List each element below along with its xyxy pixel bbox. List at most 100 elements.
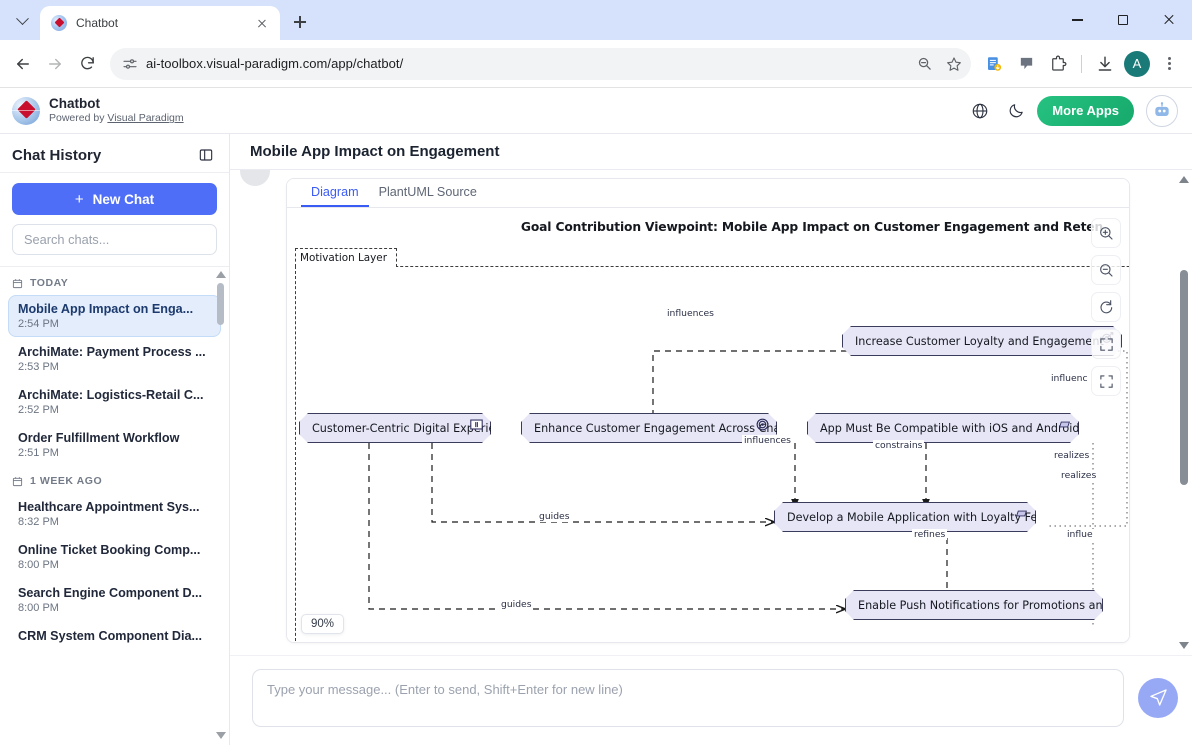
profile-avatar[interactable]: A — [1124, 50, 1150, 77]
main-title-bar: Mobile App Impact on Engagement — [230, 134, 1192, 170]
scroll-down-arrow-icon[interactable] — [1179, 642, 1189, 649]
reload-icon — [80, 56, 94, 70]
node-label: Customer-Centric Digital Experience — [312, 421, 516, 435]
browser-tab-strip: Chatbot — [0, 0, 1192, 40]
node-label: Increase Customer Loyalty and Engagement — [855, 334, 1104, 348]
chat-history-list[interactable]: TODAY Mobile App Impact on Enga...2:54 PM… — [0, 266, 229, 745]
chat-item-time: 2:51 PM — [18, 447, 59, 459]
tab-plantuml-source[interactable]: PlantUML Source — [378, 185, 477, 199]
site-settings-icon[interactable] — [122, 56, 138, 72]
chat-history-item[interactable]: CRM System Component Dia... — [8, 622, 221, 650]
zoom-toolbar — [1091, 218, 1121, 396]
globe-icon[interactable] — [965, 96, 995, 126]
bookmark-star-icon[interactable] — [943, 53, 965, 75]
chat-item-title: Mobile App Impact on Enga... — [18, 302, 194, 316]
arrow-left-icon — [17, 58, 29, 69]
node-label: Enhance Customer Engagement Across Chann… — [534, 421, 811, 435]
chat-history-item[interactable]: ArchiMate: Logistics-Retail C...2:52 PM — [8, 381, 221, 423]
diagram-node-outcome[interactable]: Increase Customer Loyalty and Engagement — [842, 326, 1122, 356]
chat-item-time: 2:52 PM — [18, 404, 59, 416]
diagram-canvas[interactable]: Goal Contribution Viewpoint: Mobile App … — [287, 208, 1129, 642]
visual-paradigm-link[interactable]: Visual Paradigm — [107, 112, 184, 125]
page-scroll-thumb[interactable] — [1180, 270, 1188, 485]
chat-history-item[interactable]: Mobile App Impact on Enga...2:54 PM — [8, 295, 221, 337]
window-maximize-button[interactable] — [1100, 0, 1146, 40]
search-input[interactable] — [12, 224, 217, 255]
toolbar-divider — [1081, 54, 1082, 73]
zoom-out-icon[interactable] — [913, 53, 935, 75]
chat-history-item[interactable]: Order Fulfillment Workflow 2:51 PM — [8, 424, 221, 466]
browser-tab[interactable]: Chatbot — [40, 6, 280, 40]
back-button[interactable] — [8, 49, 38, 79]
chat-item-title: Order Fulfillment Workflow — [18, 431, 180, 445]
extensions-icon[interactable] — [1043, 49, 1073, 79]
more-apps-button[interactable]: More Apps — [1037, 95, 1134, 126]
chat-item-title: CRM System Component Dia... — [18, 629, 203, 643]
fit-to-screen-icon[interactable] — [1091, 366, 1121, 396]
chat-history-item[interactable]: ArchiMate: Payment Process ...2:53 PM — [8, 338, 221, 380]
window-close-button[interactable] — [1146, 0, 1192, 40]
edge-label-influences-2: influences — [742, 435, 793, 446]
powered-by-text: Powered by Visual Paradigm — [49, 112, 184, 125]
chat-history-item[interactable]: Online Ticket Booking Comp...8:00 PM — [8, 536, 221, 578]
sidebar-scroll-thumb[interactable] — [217, 283, 224, 325]
main-panel: Mobile App Impact on Engagement Diagram P… — [230, 134, 1192, 745]
scroll-down-arrow-icon[interactable] — [215, 732, 226, 739]
reset-zoom-icon[interactable] — [1091, 292, 1121, 322]
diagram-node-goal[interactable]: Enhance Customer Engagement Across Chann… — [521, 413, 777, 443]
browser-tab-title: Chatbot — [76, 16, 119, 30]
moon-icon[interactable] — [1001, 96, 1031, 126]
goal-icon — [756, 418, 769, 431]
zoom-out-icon[interactable] — [1091, 255, 1121, 285]
chat-scroll-area[interactable]: Diagram PlantUML Source Goal Contribution… — [230, 170, 1192, 655]
send-button[interactable] — [1138, 677, 1178, 718]
chatbot-avatar[interactable] — [1146, 94, 1178, 127]
sidebar-scrollbar[interactable] — [215, 269, 226, 745]
app-name: Chatbot — [49, 95, 100, 111]
requirement-icon — [1015, 507, 1028, 520]
tab-search-button[interactable] — [8, 7, 36, 35]
edge-label-influences-4: influenc — [1049, 373, 1090, 384]
app-root: Chatbot Powered by Visual Paradigm More … — [0, 88, 1192, 745]
message-input[interactable] — [252, 668, 1124, 727]
chat-item-time: 8:00 PM — [18, 602, 59, 614]
chat-group-label-text: TODAY — [30, 277, 69, 289]
sidebar-actions: + New Chat — [0, 172, 229, 266]
browser-toolbar: ai-toolbox.visual-paradigm.com/app/chatb… — [0, 40, 1192, 88]
page-scrollbar[interactable] — [1178, 170, 1190, 655]
diagram-node-principle[interactable]: Customer-Centric Digital Experience — [299, 413, 491, 443]
new-tab-button[interactable] — [286, 8, 314, 36]
forward-button[interactable] — [40, 49, 70, 79]
edge-label-refines: refines — [912, 529, 948, 540]
zoom-in-icon[interactable] — [1091, 218, 1121, 248]
downloads-icon[interactable] — [1090, 49, 1120, 79]
app-header: Chatbot Powered by Visual Paradigm More … — [0, 88, 1192, 134]
reload-button[interactable] — [72, 49, 102, 79]
sidebar: Chat History + New Chat — [0, 134, 230, 745]
diagram-node-requirement-compat[interactable]: App Must Be Compatible with iOS and Andr… — [807, 413, 1079, 443]
comment-icon[interactable] — [1011, 49, 1041, 79]
scroll-up-arrow-icon[interactable] — [215, 271, 226, 278]
edge-label-influences-3: influe — [1065, 529, 1095, 540]
tab-close-icon[interactable] — [252, 13, 272, 33]
new-chat-button[interactable]: + New Chat — [12, 183, 217, 215]
reading-list-icon[interactable] — [979, 49, 1009, 79]
edge-label-guides-2: guides — [499, 599, 534, 610]
chat-item-title: Online Ticket Booking Comp... — [18, 543, 201, 557]
calendar-icon — [12, 278, 23, 288]
panel-collapse-icon[interactable] — [195, 144, 217, 166]
tab-diagram[interactable]: Diagram — [301, 185, 369, 207]
chat-history-item[interactable]: Healthcare Appointment Sys...8:32 PM — [8, 493, 221, 535]
kebab-menu-icon[interactable] — [1154, 49, 1184, 79]
scroll-up-arrow-icon[interactable] — [1179, 176, 1189, 183]
plus-icon: + — [74, 190, 84, 208]
close-icon — [1163, 14, 1175, 26]
node-label: App Must Be Compatible with iOS and Andr… — [820, 421, 1117, 435]
diagram-node-develop-app[interactable]: Develop a Mobile Application with Loyalt… — [774, 502, 1036, 532]
address-bar[interactable]: ai-toolbox.visual-paradigm.com/app/chatb… — [110, 47, 971, 80]
fullscreen-icon[interactable] — [1091, 329, 1121, 359]
window-minimize-button[interactable] — [1054, 0, 1100, 40]
diagram-node-push-notifications[interactable]: Enable Push Notifications for Promotions… — [845, 590, 1103, 620]
chat-history-item[interactable]: Search Engine Component D...8:00 PM — [8, 579, 221, 621]
chat-group-label: TODAY — [0, 269, 229, 294]
